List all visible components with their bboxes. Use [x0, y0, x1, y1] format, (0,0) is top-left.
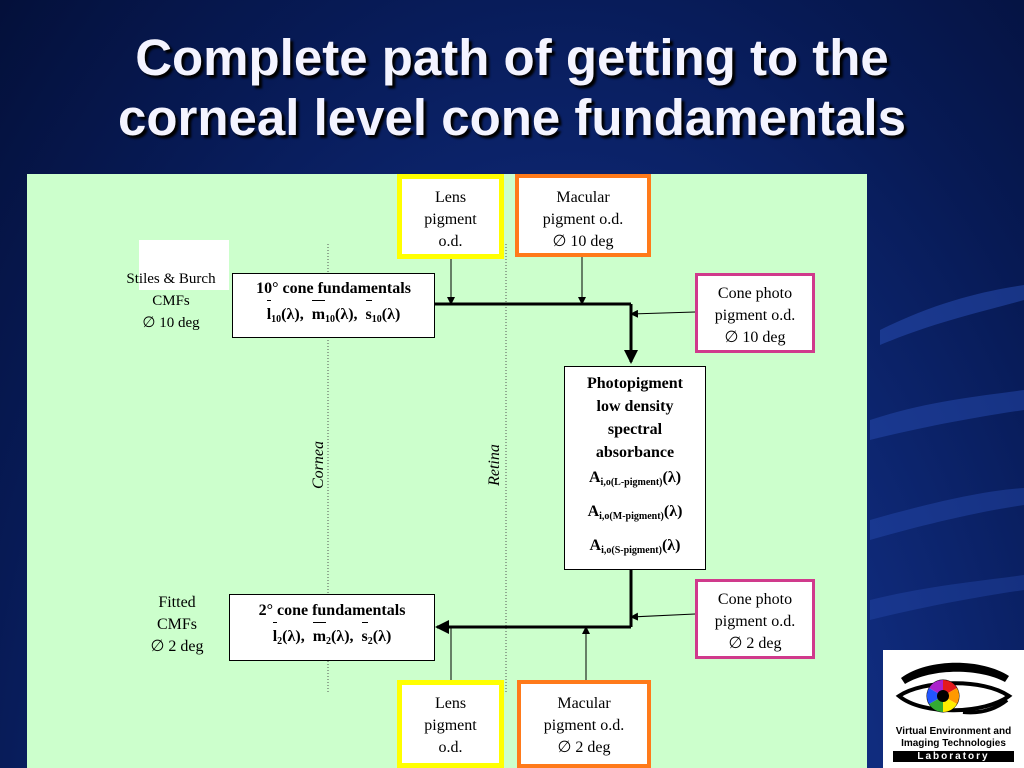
stiles-burch-line-1: Stiles & Burch: [126, 271, 216, 287]
cone10-l-tail: (λ),: [281, 306, 304, 323]
lens-bottom-line-2: pigment: [424, 717, 477, 734]
fitted-cmfs-label: Fitted CMFs ∅ 2 deg: [127, 592, 227, 658]
cone-photo-2-line-3: ∅ 2 deg: [728, 635, 782, 652]
cone10-m: m: [311, 300, 326, 326]
cone2-s-sub: 2: [367, 636, 373, 647]
stiles-burch-line-3: ∅ 10 deg: [142, 315, 200, 331]
macular-top-line-1: Macular: [556, 189, 610, 206]
cone2-l: l: [272, 622, 278, 648]
absorbance-m: Ai,o(M-pigment)(λ): [565, 500, 705, 528]
cone2-m: m: [312, 622, 327, 648]
title-line-1: Complete path of getting to the: [135, 29, 889, 86]
cone2-s-tail: (λ): [372, 628, 392, 645]
slide-title: Complete path of getting to the corneal …: [0, 28, 1024, 148]
cone-fundamentals-2-box: 2° cone fundamentals l2(λ), m2(λ), s2(λ): [229, 594, 435, 661]
absorbance-l: Ai,o(L-pigment)(λ): [565, 466, 705, 494]
absorbance-l-sub: i,o(L-pigment): [600, 477, 663, 488]
macular-pigment-top-box: Macular pigment o.d. ∅ 10 deg: [515, 174, 651, 257]
cone-fundamentals-10-box: 10° cone fundamentals l10(λ), m10(λ), s1…: [232, 273, 435, 338]
lens-top-line-2: pigment: [424, 211, 477, 228]
macular-bottom-line-1: Macular: [557, 695, 611, 712]
stiles-burch-highlight: [139, 240, 229, 290]
cone10-l-sub: 10: [271, 314, 282, 325]
logo-line-3: Laboratory: [893, 751, 1014, 762]
cone10-m-sub: 10: [325, 314, 336, 325]
absorbance-s-tail: (λ): [661, 537, 681, 554]
cornea-label: Cornea: [310, 441, 327, 489]
cone-photo-10-line-3: ∅ 10 deg: [724, 329, 786, 346]
photopigment-line-1: Photopigment: [587, 375, 683, 392]
logo-line-1: Virtual Environment and: [895, 726, 1012, 737]
lens-top-line-1: Lens: [434, 189, 467, 206]
cone-photo-2-line-2: pigment o.d.: [714, 613, 796, 630]
absorbance-l-tail: (λ): [662, 469, 682, 486]
lens-bottom-line-1: Lens: [434, 695, 467, 712]
cone-photo-10-arrow: [630, 309, 696, 318]
absorbance-m-symbol: A: [587, 503, 600, 520]
absorbance-s: Ai,o(S-pigment)(λ): [565, 534, 705, 562]
cone2-l-tail: (λ),: [282, 628, 305, 645]
lab-logo: Virtual Environment and Imaging Technolo…: [883, 650, 1024, 768]
cone10-functions: l10(λ), m10(λ), s10(λ): [233, 300, 434, 331]
fitted-line-3: ∅ 2 deg: [150, 638, 204, 655]
title-line-2: corneal level cone fundamentals: [118, 89, 906, 146]
eye-icon: [895, 662, 1013, 715]
stiles-burch-line-2: CMFs: [152, 293, 190, 309]
cone2-functions: l2(λ), m2(λ), s2(λ): [230, 622, 434, 653]
cone-photo-10-line-1: Cone photo: [717, 285, 793, 302]
absorbance-m-sub: i,o(M-pigment): [599, 511, 664, 522]
stiles-burch-label: Stiles & Burch CMFs ∅ 10 deg: [111, 268, 231, 334]
cone2-m-sub: 2: [326, 636, 332, 647]
absorbance-s-symbol: A: [589, 537, 602, 554]
macular-bottom-line-2: pigment o.d.: [543, 717, 625, 734]
lens-bottom-line-3: o.d.: [438, 739, 463, 756]
cone10-s: s: [365, 300, 373, 326]
absorbance-m-tail: (λ): [663, 503, 683, 520]
cone10-l: l: [266, 300, 272, 326]
fitted-line-1: Fitted: [158, 594, 196, 611]
cone-photo-pigment-2-box: Cone photo pigment o.d. ∅ 2 deg: [695, 579, 815, 659]
cone2-s: s: [361, 622, 369, 648]
lens-pigment-top-box: Lens pigment o.d.: [397, 174, 504, 259]
cone2-m-tail: (λ),: [331, 628, 354, 645]
cone-photo-10-line-2: pigment o.d.: [714, 307, 796, 324]
macular-top-line-2: pigment o.d.: [542, 211, 624, 228]
fitted-line-2: CMFs: [156, 616, 198, 633]
cone-photo-2-line-1: Cone photo: [717, 591, 793, 608]
absorbance-s-sub: i,o(S-pigment): [601, 545, 662, 556]
photopigment-line-4: absorbance: [595, 444, 675, 461]
logo-line-2: Imaging Technologies: [901, 738, 1006, 749]
lens-top-line-3: o.d.: [438, 233, 463, 250]
macular-top-line-3: ∅ 10 deg: [552, 233, 614, 250]
cone10-s-tail: (λ): [381, 306, 401, 323]
cone-photo-2-arrow: [630, 612, 696, 621]
cone2-heading: 2° cone fundamentals: [258, 602, 406, 619]
macular-pigment-bottom-box: Macular pigment o.d. ∅ 2 deg: [517, 680, 651, 768]
macular-bottom-line-3: ∅ 2 deg: [557, 739, 611, 756]
diagram-panel: Lens pigment o.d. Macular pigment o.d. ∅…: [27, 174, 867, 768]
cone10-s-sub: 10: [371, 314, 382, 325]
lens-pigment-bottom-box: Lens pigment o.d.: [397, 680, 504, 768]
photopigment-line-3: spectral: [607, 421, 663, 438]
diagram-connectors: [327, 244, 696, 692]
cone2-l-sub: 2: [277, 636, 283, 647]
retina-label: Retina: [486, 444, 503, 486]
absorbance-l-symbol: A: [588, 469, 601, 486]
photopigment-box: Photopigment low density spectral absorb…: [564, 366, 706, 570]
photopigment-line-2: low density: [596, 398, 674, 415]
cone10-heading: 10° cone fundamentals: [256, 280, 411, 297]
cone10-m-tail: (λ),: [335, 306, 358, 323]
cone-photo-pigment-10-box: Cone photo pigment o.d. ∅ 10 deg: [695, 273, 815, 353]
